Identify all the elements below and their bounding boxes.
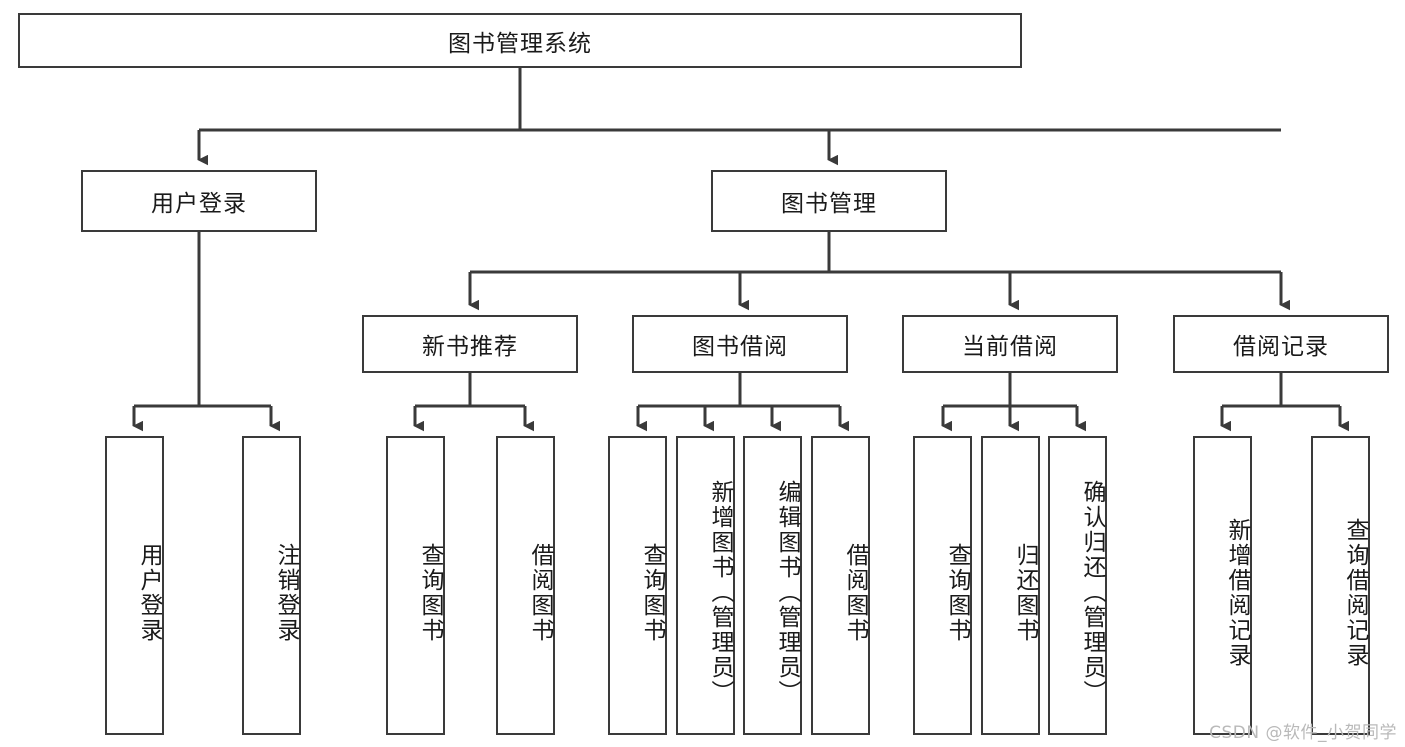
node-label: 用户登录 (151, 191, 247, 217)
node-label: 借阅图书 (842, 542, 868, 643)
node-label: 查询图书 (639, 542, 665, 643)
node-new-book-recommend[interactable]: 新书推荐 (362, 315, 578, 373)
leaf-edit-book-admin[interactable]: 编辑图书（管理员） (743, 436, 802, 735)
node-label: 归还图书 (1012, 542, 1038, 643)
node-label: 当前借阅 (962, 334, 1058, 360)
node-label: 查询图书 (944, 542, 970, 643)
node-book-management[interactable]: 图书管理 (711, 170, 947, 232)
node-label: 图书管理系统 (448, 30, 592, 57)
watermark-text: CSDN @软件_小贺同学 (1209, 723, 1397, 743)
node-label: 查询借阅记录 (1342, 517, 1368, 668)
leaf-user-logout[interactable]: 注销登录 (242, 436, 301, 735)
node-book-borrow[interactable]: 图书借阅 (632, 315, 848, 373)
leaf-query-book-borrow[interactable]: 查询图书 (608, 436, 667, 735)
leaf-confirm-return-admin[interactable]: 确认归还（管理员） (1048, 436, 1107, 735)
node-label: 新增图书（管理员） (707, 480, 733, 705)
leaf-borrow-book[interactable]: 借阅图书 (811, 436, 870, 735)
leaf-add-borrow-record[interactable]: 新增借阅记录 (1193, 436, 1252, 735)
node-user-login[interactable]: 用户登录 (81, 170, 317, 232)
node-label: 新增借阅记录 (1224, 517, 1250, 668)
node-label: 注销登录 (273, 542, 299, 643)
node-root-book-management-system[interactable]: 图书管理系统 (18, 13, 1022, 68)
leaf-query-book-recommend[interactable]: 查询图书 (386, 436, 445, 735)
node-label: 图书借阅 (692, 334, 788, 360)
leaf-query-borrow-record[interactable]: 查询借阅记录 (1311, 436, 1370, 735)
leaf-borrow-book-recommend[interactable]: 借阅图书 (496, 436, 555, 735)
leaf-query-book-current[interactable]: 查询图书 (913, 436, 972, 735)
node-label: 编辑图书（管理员） (774, 480, 800, 705)
node-label: 用户登录 (136, 542, 162, 643)
node-label: 新书推荐 (422, 334, 518, 360)
leaf-return-book[interactable]: 归还图书 (981, 436, 1040, 735)
node-label: 借阅记录 (1233, 334, 1329, 360)
node-current-borrow[interactable]: 当前借阅 (902, 315, 1118, 373)
node-borrow-record[interactable]: 借阅记录 (1173, 315, 1389, 373)
leaf-add-book-admin[interactable]: 新增图书（管理员） (676, 436, 735, 735)
node-label: 查询图书 (417, 542, 443, 643)
node-label: 借阅图书 (527, 542, 553, 643)
node-label: 图书管理 (781, 191, 877, 217)
leaf-user-login[interactable]: 用户登录 (105, 436, 164, 735)
node-label: 确认归还（管理员） (1079, 480, 1105, 705)
